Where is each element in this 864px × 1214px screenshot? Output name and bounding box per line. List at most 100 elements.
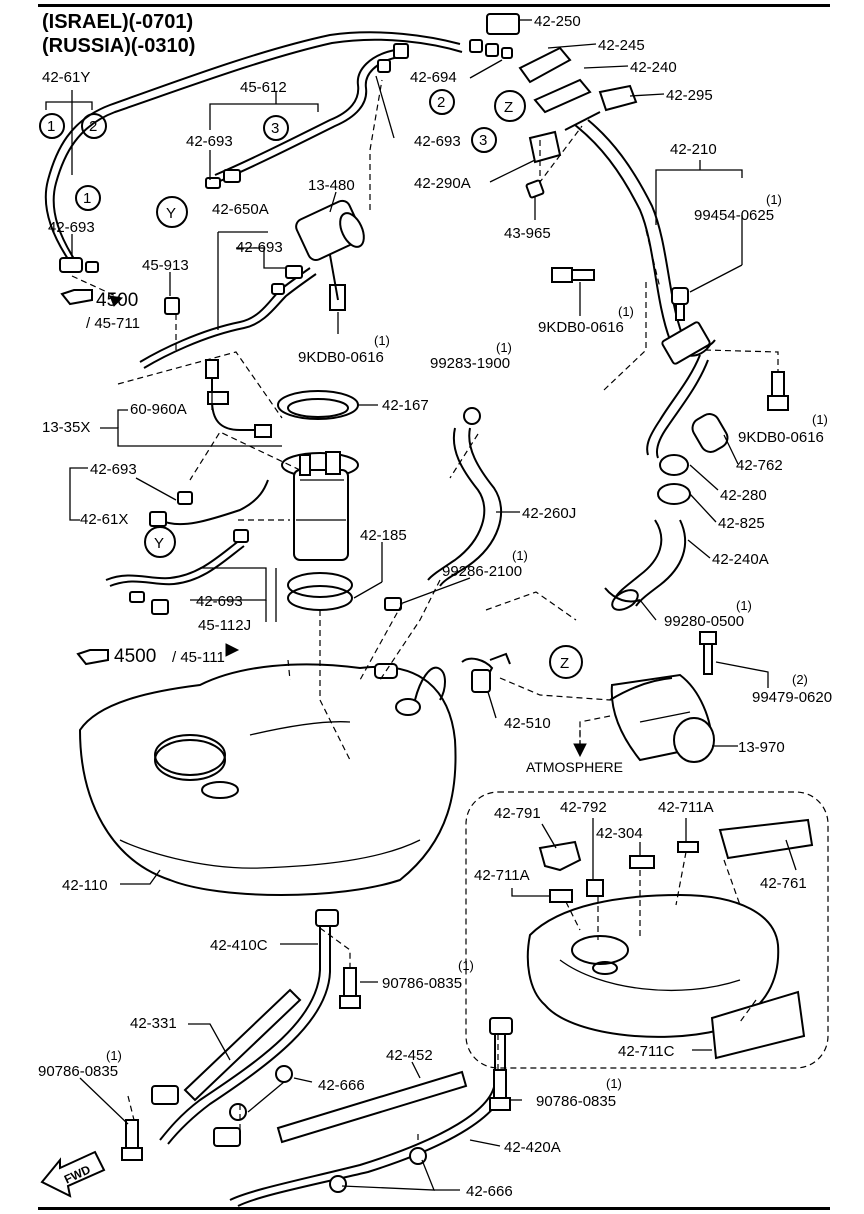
callout-2-b: [429, 89, 455, 115]
label-42-452: 42-452: [386, 1047, 433, 1064]
hose-42-260J: [427, 407, 503, 587]
callout-text-2: 2: [89, 118, 97, 135]
label-60-960A: 60-960A: [130, 401, 187, 418]
hand-pointer-icon: [76, 649, 109, 666]
bracket-42-245: [518, 46, 572, 84]
lock-ring-42-167: [277, 390, 359, 420]
bolt-9KDB0-0616-b: [767, 371, 789, 411]
label-42-693: 42-693: [414, 133, 461, 150]
clip: [205, 177, 221, 189]
label-42-295: 42-295: [666, 87, 713, 104]
callout-y-b: [144, 526, 176, 558]
bolt-9KDB0-0616-a: [551, 267, 595, 283]
qty-1: (1): [766, 192, 782, 207]
hose-clips-42-694: [469, 39, 513, 59]
connector: [223, 169, 241, 183]
purge-valve-13-480: [295, 199, 365, 311]
clip: [271, 283, 285, 295]
callout-1-b: [75, 185, 101, 211]
callout-text-1: 1: [47, 118, 55, 135]
vent-valve-42-510: [461, 652, 511, 693]
part-45-913: [164, 297, 180, 315]
label-42-693: 42-693: [196, 593, 243, 610]
label-42-185: 42-185: [360, 527, 407, 544]
bottom-border: [38, 1207, 830, 1210]
label-42-711C: 42-711C: [618, 1043, 675, 1060]
pad-42-791: [538, 840, 582, 872]
label-42-245: 42-245: [598, 37, 645, 54]
label-42-510: 42-510: [504, 715, 551, 732]
label-9KDB0-0616: 9KDB0-0616: [738, 429, 824, 446]
label-45-711: / 45-711: [86, 315, 140, 332]
clip-99280-0500: [604, 587, 641, 603]
callouts: [39, 89, 583, 679]
label-42-693: 42-693: [90, 461, 137, 478]
label-42-693: 42-693: [236, 239, 283, 256]
label-99479-0620: 99479-0620: [752, 689, 832, 706]
qty-1: (1): [812, 412, 828, 427]
pad-42-792: [586, 879, 604, 897]
label-42-792: 42-792: [560, 799, 607, 816]
qty-1: (1): [618, 304, 634, 319]
label-42-762: 42-762: [736, 457, 783, 474]
label-42-791: 42-791: [494, 805, 541, 822]
fuel-tank-42-110: [78, 663, 457, 896]
fuel-lines-upper: [44, 31, 463, 273]
label-42-825: 42-825: [718, 515, 765, 532]
label-42-290A: 42-290A: [414, 175, 471, 192]
label-42-304: 42-304: [596, 825, 643, 842]
label-99286-2100: 99286-2100: [442, 563, 522, 580]
header-israel: (ISRAEL)(-0701): [42, 11, 194, 33]
part-42-240: [533, 78, 592, 114]
label-42-240: 42-240: [630, 59, 677, 76]
fuel-pump-unit: [281, 451, 359, 561]
label-ref-4500: 4500: [96, 290, 138, 311]
inset-tank: [526, 893, 780, 1038]
label-42-167: 42-167: [382, 397, 429, 414]
label-99283-1900: 99283-1900: [430, 355, 510, 372]
header-russia: (RUSSIA)(-0310): [42, 35, 196, 57]
fuel-line-42-650A: [139, 265, 317, 369]
pad-42-304: [629, 855, 655, 869]
callout-1-a: [39, 113, 65, 139]
callout-text-3: 3: [479, 132, 487, 149]
insulator-42-452: [276, 1070, 468, 1144]
insulator-42-331: [183, 988, 302, 1102]
qty-1: (1): [606, 1076, 622, 1091]
callout-text-y: Y: [154, 535, 164, 552]
pad-42-711A-b: [549, 889, 573, 903]
label-42-694: 42-694: [410, 69, 457, 86]
callout-text-y: Y: [166, 205, 176, 222]
atmosphere-arrow: [573, 715, 611, 758]
label-42-210: 42-210: [670, 141, 717, 158]
arrow-ref-4500-a: [109, 295, 124, 307]
connector: [393, 43, 409, 59]
callout-z-b: [549, 645, 583, 679]
callout-text-1: 1: [83, 190, 91, 207]
label-42-410C: 42-410C: [210, 937, 268, 954]
label-90786-0835: 90786-0835: [536, 1093, 616, 1110]
hose-42-762: [691, 413, 729, 453]
label-90786-0835: 90786-0835: [382, 975, 462, 992]
clip-99286-2100: [384, 597, 402, 611]
label-99280-0500: 99280-0500: [664, 613, 744, 630]
label-42-693: 42-693: [186, 133, 233, 150]
callout-3-a: [263, 115, 289, 141]
label-42-110: 42-110: [62, 877, 108, 894]
label-atmosphere: ATMOSPHERE: [526, 759, 623, 775]
applicability-header: (ISRAEL)(-0701) (RUSSIA)(-0310): [42, 10, 195, 58]
callout-text-z: Z: [560, 655, 569, 672]
label-42-420A: 42-420A: [504, 1139, 561, 1156]
forward-arrow: [40, 1150, 106, 1198]
filler-pipe-42-210: [564, 111, 716, 459]
label-90786-0835: 90786-0835: [38, 1063, 118, 1080]
label-42-761: 42-761: [760, 875, 807, 892]
label-45-111: / 45-111: [172, 649, 225, 666]
part-43-965: [525, 179, 545, 199]
label-45-612: 45-612: [240, 79, 287, 96]
top-border: [38, 4, 830, 7]
hand-pointer-icon: [60, 289, 93, 306]
label-42-331: 42-331: [130, 1015, 177, 1032]
label-9KDB0-0616: 9KDB0-0616: [538, 319, 624, 336]
callout-2-a: [81, 113, 107, 139]
